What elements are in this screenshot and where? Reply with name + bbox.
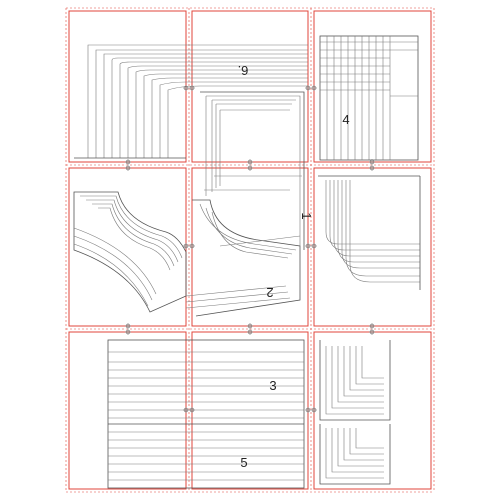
crossmark-icon xyxy=(189,85,195,91)
piece-3-5-lines xyxy=(107,339,305,489)
crossmark-icon xyxy=(311,243,317,249)
tile-r3c2 xyxy=(191,331,309,490)
crossmark-icon xyxy=(305,85,311,91)
crossmark-icon xyxy=(247,159,253,165)
crossmark-icon xyxy=(305,407,311,413)
crossmark-icon xyxy=(125,323,131,329)
crossmark-icon xyxy=(189,243,195,249)
piece-4-lines xyxy=(319,35,419,161)
tile-r1c2 xyxy=(191,10,309,163)
registration-marks xyxy=(125,85,375,413)
crossmark-icon xyxy=(247,323,253,329)
crossmark-icon xyxy=(247,329,253,335)
crossmark-icon xyxy=(125,159,131,165)
crossmark-icon xyxy=(247,165,253,171)
tile-r3c3 xyxy=(313,331,432,490)
tile-r2c3 xyxy=(313,167,432,327)
crossmark-icon xyxy=(183,85,189,91)
crossmark-icon xyxy=(311,85,317,91)
crossmark-icon xyxy=(369,159,375,165)
piece-number-5: 5 xyxy=(240,455,247,470)
piece-number-3: 3 xyxy=(269,378,276,393)
piece-steps-lines xyxy=(319,340,391,485)
crossmark-icon xyxy=(125,329,131,335)
piece-number-6: 6. xyxy=(238,63,249,78)
piece-6-lines xyxy=(74,44,308,159)
piece-1-lines xyxy=(200,91,305,250)
tile-r1c1 xyxy=(68,10,187,163)
tile-r3c1 xyxy=(68,331,187,490)
crossmark-icon xyxy=(125,165,131,171)
piece-number-4: 4 xyxy=(342,112,349,127)
piece-number-1: 1 xyxy=(299,212,314,219)
crossmark-icon xyxy=(305,243,311,249)
crossmark-icon xyxy=(183,407,189,413)
crossmark-icon xyxy=(311,407,317,413)
crossmark-icon xyxy=(369,323,375,329)
crossmark-icon xyxy=(369,329,375,335)
tile-r2c2 xyxy=(191,167,309,327)
crossmark-icon xyxy=(369,165,375,171)
crossmark-icon xyxy=(183,243,189,249)
piece-corner-right-lines xyxy=(318,175,421,290)
crossmark-icon xyxy=(189,407,195,413)
tile-r1c3 xyxy=(313,10,432,163)
piece-2-lines xyxy=(73,175,302,317)
piece-number-2: 2 xyxy=(266,285,273,300)
